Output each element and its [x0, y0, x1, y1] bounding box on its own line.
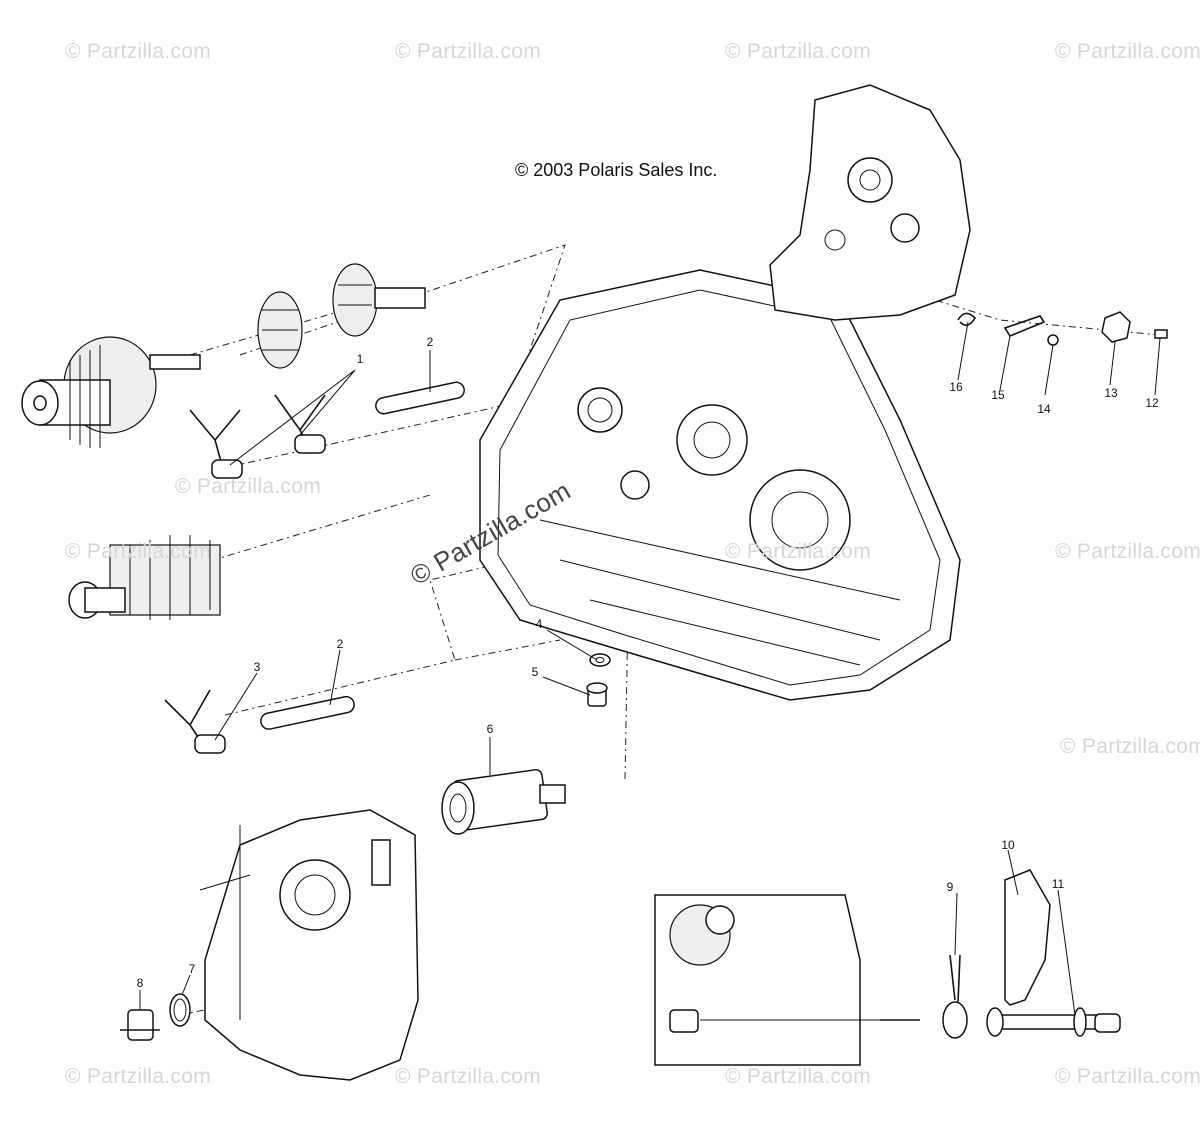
spring-part-9 [942, 954, 968, 1039]
stator-cover [769, 84, 971, 321]
neutral-switch-part-8 [120, 1009, 160, 1041]
plug-part-5 [586, 682, 608, 707]
crankcase [479, 269, 961, 701]
callout-2-lower: 2 [336, 637, 344, 651]
shift-fork-lower [164, 689, 226, 754]
callout-11: 11 [1051, 877, 1065, 891]
watermark-text: © Partzilla.com [395, 40, 542, 63]
callout-7: 7 [188, 962, 196, 976]
callout-15: 15 [991, 388, 1005, 402]
counter-shaft-gears [257, 263, 426, 369]
shift-forks-set [189, 394, 326, 479]
watermark-text: © Partzilla.com [1055, 40, 1200, 63]
watermark-text: © Partzilla.com [725, 40, 872, 63]
copyright-text: © 2003 Polaris Sales Inc. [515, 160, 718, 180]
small-parts-12-16 [957, 311, 1168, 346]
watermark-text: © Partzilla.com [725, 540, 872, 563]
shift-shaft-part-10-11 [986, 869, 1121, 1037]
shift-mechanism-inset [654, 894, 920, 1066]
callout-9: 9 [946, 880, 954, 894]
watermark-text: © Partzilla.com [65, 540, 212, 563]
callout-12: 12 [1145, 396, 1159, 410]
o-ring-part-7 [169, 993, 191, 1027]
callout-16: 16 [949, 380, 963, 394]
callout-14: 14 [1037, 402, 1051, 416]
watermark-text: © Partzilla.com [1060, 735, 1200, 758]
callout-5: 5 [531, 665, 539, 679]
shift-fork-shaft-lower [260, 695, 355, 730]
left-case-cover [199, 809, 419, 1081]
watermark-text: © Partzilla.com [395, 1065, 542, 1088]
callout-6: 6 [486, 722, 494, 736]
callout-10: 10 [1001, 838, 1015, 852]
watermark-text: © Partzilla.com [1055, 1065, 1200, 1088]
callout-1: 1 [356, 352, 364, 366]
shift-drum [441, 769, 566, 835]
callout-3: 3 [253, 660, 261, 674]
watermark-text: © Partzilla.com [65, 40, 212, 63]
output-shaft-gear [21, 336, 201, 448]
callout-leaders [139, 321, 1161, 1016]
callout-4: 4 [535, 617, 543, 631]
callout-8: 8 [136, 976, 144, 990]
watermark-text: © Partzilla.com [725, 1065, 872, 1088]
cluster-gear-assembly [68, 535, 221, 620]
watermark-text: © Partzilla.com [1055, 540, 1200, 563]
washer-part-4 [589, 653, 611, 667]
watermark-text: © Partzilla.com [65, 1065, 212, 1088]
callout-2-upper: 2 [426, 335, 434, 349]
shift-fork-shaft-upper [375, 381, 465, 415]
watermark-text: © Partzilla.com [175, 475, 322, 498]
callout-13: 13 [1104, 386, 1118, 400]
